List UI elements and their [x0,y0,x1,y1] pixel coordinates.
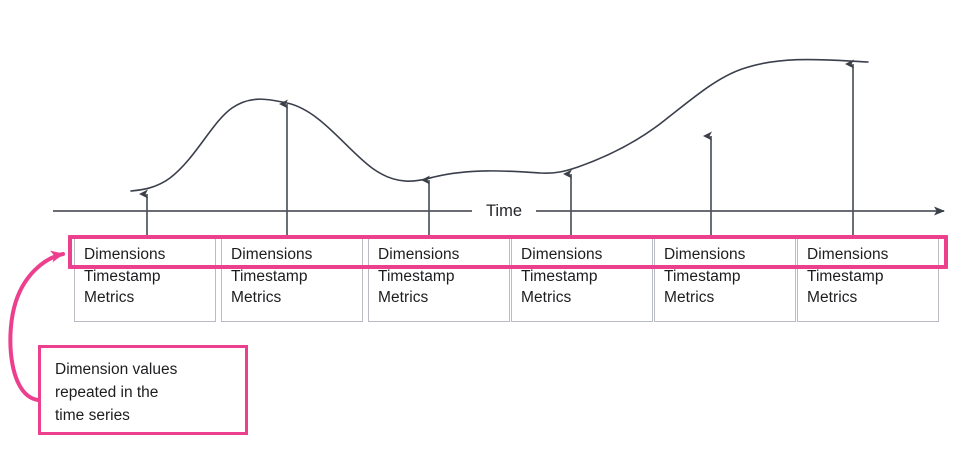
record-dimensions-label: Dimensions [84,246,166,263]
record-metrics-label: Metrics [231,289,282,306]
metric-curve [130,58,869,192]
record-box-6[interactable]: Dimensions Timestamp Metrics [797,238,939,322]
record-timestamp-label: Timestamp [664,267,741,285]
record-box-3[interactable]: Dimensions Timestamp Metrics [368,238,510,322]
record-metrics-label: Metrics [807,289,858,306]
record-dimensions-label: Dimensions [664,246,746,263]
sample-arrows [139,59,854,243]
time-axis-label: Time [472,202,536,220]
callout-line-2: repeated in the [55,384,159,401]
curved-arrow-icon [8,250,65,402]
record-metrics-label: Metrics [84,289,135,306]
record-metrics-label: Metrics [664,289,715,306]
callout-note: Dimension values repeated in the time se… [38,345,248,435]
record-dimensions-label: Dimensions [521,246,603,263]
record-timestamp-label: Timestamp [807,267,884,285]
record-dimensions-label: Dimensions [231,246,313,263]
record-dimensions-label: Dimensions [378,246,460,263]
dimensions-highlight-band [68,235,948,269]
record-timestamp-label: Timestamp [521,267,598,285]
record-box-2[interactable]: Dimensions Timestamp Metrics [221,238,363,322]
record-timestamp-label: Timestamp [84,267,161,285]
record-timestamp-label: Timestamp [231,267,308,285]
record-timestamp-label: Timestamp [378,267,455,285]
record-box-4[interactable]: Dimensions Timestamp Metrics [511,238,653,322]
callout-line-3: time series [55,407,130,424]
record-dimensions-label: Dimensions [807,246,889,263]
record-metrics-label: Metrics [378,289,429,306]
record-box-1[interactable]: Dimensions Timestamp Metrics [74,238,216,322]
callout-line-1: Dimension values [55,361,178,378]
record-metrics-label: Metrics [521,289,572,306]
